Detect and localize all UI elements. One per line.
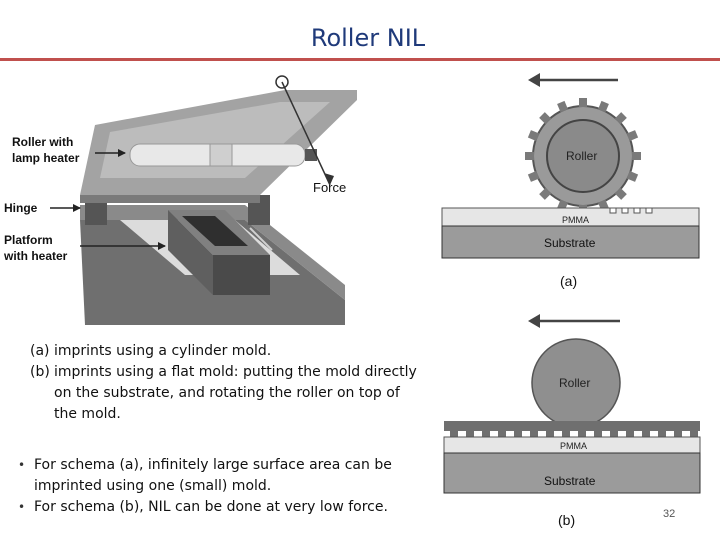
motion-arrow xyxy=(249,227,273,251)
list-text: imprints using a cylinder mold. xyxy=(54,343,272,359)
label-platform-heater: with heater xyxy=(3,249,68,263)
platform-block-front xyxy=(213,255,270,295)
substrate-layer xyxy=(441,225,700,259)
label-roller-heater: lamp heater xyxy=(12,151,80,165)
roller-band xyxy=(209,143,233,167)
title-divider xyxy=(0,58,720,61)
substrate-layer xyxy=(443,452,701,494)
list-marker: (b) xyxy=(30,364,50,380)
bullet-text: For schema (a), infinitely large surface… xyxy=(34,457,392,494)
label-hinge: Hinge xyxy=(4,201,38,215)
roller-nil-machine-figure: Roller with lamp heater Hinge Platform w… xyxy=(3,75,357,325)
page-number: 32 xyxy=(663,508,676,520)
bullet-item: • For schema (b), NIL can be done at ver… xyxy=(14,497,434,518)
bullet-dot-icon: • xyxy=(18,500,26,514)
bullet-dot-icon: • xyxy=(18,458,26,472)
roller-label: Roller xyxy=(566,149,597,163)
bullet-list: • For schema (a), infinitely large surfa… xyxy=(14,455,434,518)
list-text: imprints using a flat mold: putting the … xyxy=(54,364,417,422)
substrate-label: Substrate xyxy=(544,474,596,488)
schema-a-figure: Roller PMMA Substrate (a) xyxy=(441,73,700,289)
schema-list-item: (b) imprints using a flat mold: putting … xyxy=(30,362,420,425)
flat-mold xyxy=(444,421,700,431)
label-force: Force xyxy=(313,180,346,195)
direction-arrow xyxy=(528,314,540,328)
platform-block-side xyxy=(168,210,213,295)
direction-arrow xyxy=(528,73,540,87)
schema-b-figure: Roller PMMA Substrate (b) xyxy=(443,314,701,528)
bullet-text: For schema (b), NIL can be done at very … xyxy=(34,499,388,515)
caption-b: (b) xyxy=(558,512,575,528)
mold-pad xyxy=(182,216,248,246)
lid-edge xyxy=(80,195,260,203)
caption-a: (a) xyxy=(560,273,577,289)
pivot-point xyxy=(275,75,289,89)
cylinder-mold xyxy=(525,98,641,214)
schema-list: (a) imprints using a cylinder mold. (b) … xyxy=(30,341,420,425)
label-platform: Platform xyxy=(4,233,53,247)
pmma-label: PMMA xyxy=(562,215,589,225)
slide-title: Roller NIL xyxy=(310,24,426,52)
label-roller: Roller with xyxy=(12,135,73,149)
roller-label: Roller xyxy=(559,376,590,390)
bullet-item: • For schema (a), infinitely large surfa… xyxy=(14,455,434,497)
schema-list-item: (a) imprints using a cylinder mold. xyxy=(30,341,420,362)
pmma-label: PMMA xyxy=(560,441,587,451)
list-marker: (a) xyxy=(30,343,50,359)
substrate-label: Substrate xyxy=(544,236,596,250)
